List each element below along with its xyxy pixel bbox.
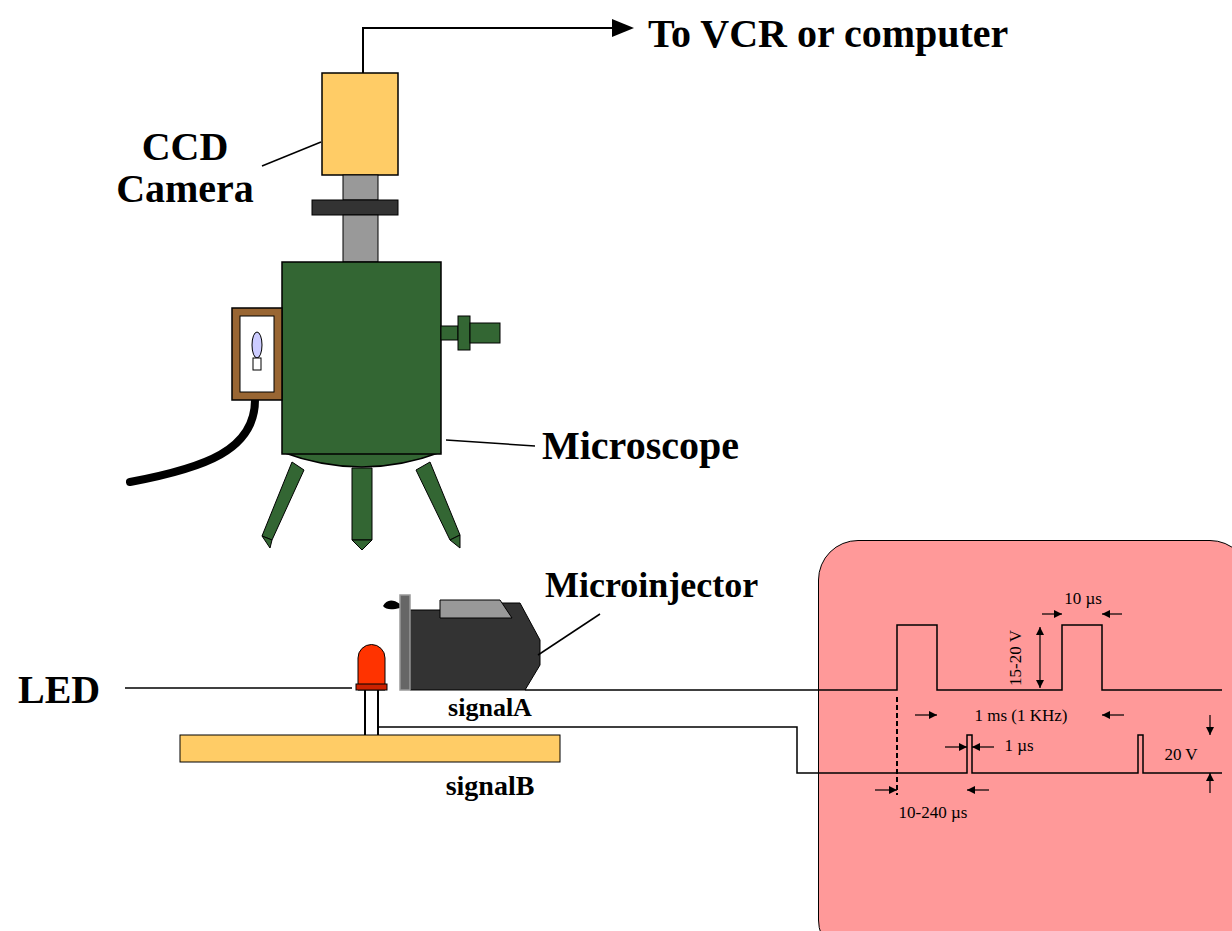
microinjector bbox=[383, 595, 540, 690]
signal-name: signalA bbox=[448, 694, 532, 721]
ccd-camera bbox=[312, 73, 398, 262]
led bbox=[180, 645, 560, 763]
waveform bbox=[818, 625, 1222, 690]
lamp-cable bbox=[130, 400, 255, 482]
arrow-head bbox=[612, 19, 634, 37]
cable-line bbox=[363, 28, 614, 73]
waveform bbox=[818, 735, 1222, 773]
part-name: CCD Camera bbox=[98, 126, 273, 210]
part-name: LED bbox=[18, 669, 100, 711]
dimension-label: 1 ms (1 KHz) bbox=[974, 707, 1067, 726]
leader-line bbox=[538, 614, 600, 655]
dimension-arrow bbox=[967, 789, 989, 790]
leg-foot bbox=[352, 540, 372, 550]
camera-tube bbox=[343, 215, 378, 262]
part-name: Microscope bbox=[542, 425, 739, 467]
microscope bbox=[130, 262, 500, 550]
focus-knob bbox=[458, 316, 470, 350]
dimension-label: 20 V bbox=[1164, 746, 1197, 765]
dimension-arrow bbox=[1209, 715, 1210, 735]
injector-top bbox=[440, 600, 512, 618]
led-lead bbox=[364, 690, 366, 735]
camera-body bbox=[322, 73, 398, 175]
dashed-line bbox=[896, 697, 898, 795]
leader-line bbox=[446, 440, 535, 446]
led-bulb bbox=[358, 645, 385, 691]
part-name: Microinjector bbox=[545, 567, 758, 605]
dimension-label: 10-240 µs bbox=[899, 804, 968, 823]
output-label: To VCR or computer bbox=[648, 13, 1008, 55]
dimension-arrow bbox=[945, 746, 967, 747]
leader-line bbox=[262, 142, 321, 166]
camera-mount bbox=[343, 175, 378, 200]
signal-name: signalB bbox=[446, 771, 535, 800]
injector-needle bbox=[383, 600, 400, 609]
leader-line bbox=[125, 687, 352, 689]
dimension-label: 1 µs bbox=[1004, 737, 1033, 756]
lamp-bulb bbox=[252, 332, 262, 358]
signal-panel: 10 µs 15-20 V 1 ms (1 KHz) 1 µs 20 V 10-240 µ… bbox=[818, 540, 1232, 931]
led-lead bbox=[377, 690, 379, 735]
leg-foot bbox=[450, 535, 460, 548]
microscope-body bbox=[282, 262, 441, 454]
leg-foot bbox=[262, 536, 272, 548]
camera-ring bbox=[312, 200, 398, 215]
dimension-arrow bbox=[1102, 714, 1124, 715]
dimension-arrow bbox=[1102, 613, 1122, 614]
dimension-label: 10 µs bbox=[1064, 590, 1102, 609]
lamp-housing bbox=[232, 308, 282, 400]
lamp-window bbox=[240, 316, 274, 392]
video-arrow bbox=[363, 19, 634, 73]
signal-wire bbox=[525, 689, 818, 691]
dimension-arrow bbox=[875, 789, 897, 790]
bulb-base bbox=[253, 358, 261, 370]
injector-flange bbox=[400, 595, 410, 690]
microscope-leg bbox=[416, 462, 460, 540]
microscope-leg bbox=[352, 468, 372, 540]
circuit-board bbox=[180, 735, 560, 762]
dimension-label: 15-20 V bbox=[1007, 630, 1026, 686]
microscope-leg bbox=[262, 462, 304, 540]
led-rim bbox=[356, 684, 387, 690]
dimension-arrow bbox=[972, 746, 994, 747]
timing-diagram bbox=[818, 540, 1232, 931]
dimension-arrow bbox=[915, 714, 937, 715]
dimension-arrow bbox=[1209, 773, 1210, 793]
signal-wire bbox=[378, 727, 818, 773]
dimension-arrow bbox=[1042, 613, 1062, 614]
focus-knob bbox=[470, 323, 500, 343]
knob-axle bbox=[441, 326, 458, 340]
dimension-arrow bbox=[1039, 627, 1040, 688]
